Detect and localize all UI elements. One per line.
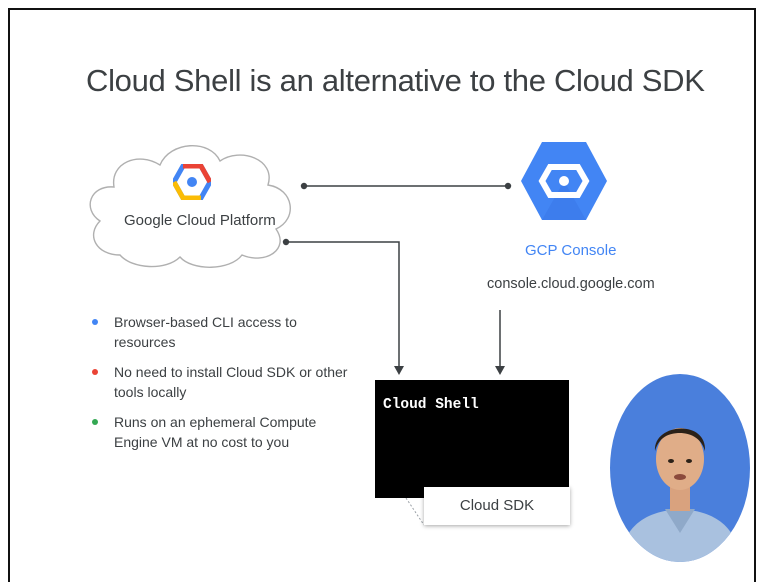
cloud-shell-terminal: Cloud Shell xyxy=(375,380,569,498)
cloud-sdk-box: Cloud SDK xyxy=(424,487,570,525)
list-item-text: Runs on an ephemeral Compute Engine VM a… xyxy=(114,414,317,450)
link-console-shell xyxy=(495,310,505,375)
link-platform-shell xyxy=(282,238,404,375)
feature-list: Browser-based CLI access to resources No… xyxy=(88,312,348,462)
list-item: Runs on an ephemeral Compute Engine VM a… xyxy=(88,412,348,452)
gcp-platform-label: Google Cloud Platform xyxy=(124,212,276,229)
console-name: GCP Console xyxy=(525,242,617,259)
cloud-shape xyxy=(89,145,291,268)
gcp-hexagon-logo xyxy=(173,164,211,200)
list-item: Browser-based CLI access to resources xyxy=(88,312,348,352)
bullet-dot xyxy=(92,319,98,325)
cloud-shell-title: Cloud Shell xyxy=(383,397,479,413)
list-item: No need to install Cloud SDK or other to… xyxy=(88,362,348,402)
list-item-text: No need to install Cloud SDK or other to… xyxy=(114,364,348,400)
presenter-avatar xyxy=(610,374,750,562)
slide-title: Cloud Shell is an alternative to the Clo… xyxy=(86,63,705,98)
bullet-dot xyxy=(92,419,98,425)
slide-frame xyxy=(8,8,756,582)
link-platform-console xyxy=(300,182,512,190)
bullet-dot xyxy=(92,369,98,375)
cloud-sdk-label: Cloud SDK xyxy=(459,497,535,514)
list-item-text: Browser-based CLI access to resources xyxy=(114,314,297,350)
console-hexagon-icon xyxy=(521,142,607,220)
console-url: console.cloud.google.com xyxy=(487,276,655,292)
